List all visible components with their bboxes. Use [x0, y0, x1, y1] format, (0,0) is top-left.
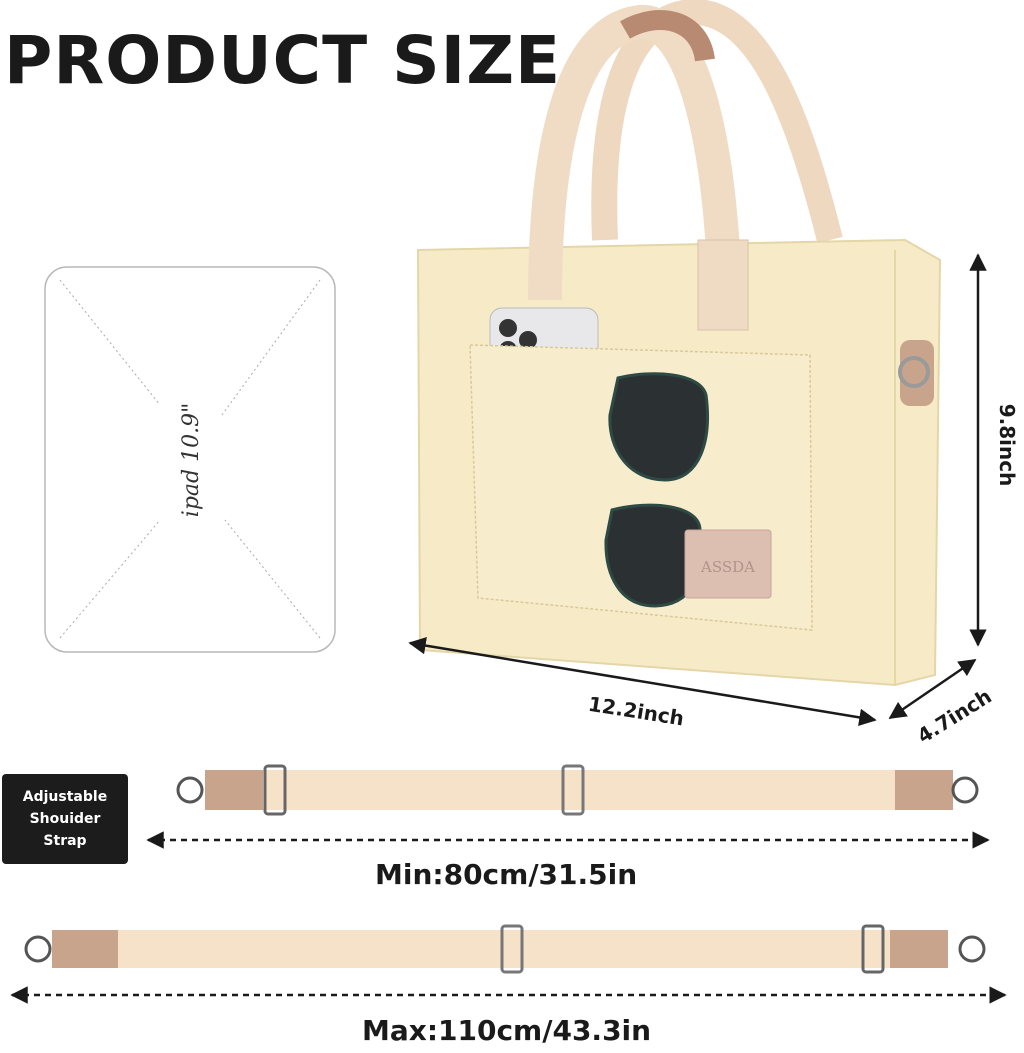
brand-patch: ASSDA — [700, 558, 755, 576]
width-dimension: 12.2inch — [587, 692, 686, 731]
tote-bag: ASSDA — [416, 0, 942, 687]
badge-line: Strap — [43, 833, 87, 849]
strap-max-label: Max:110cm/43.3in — [362, 1014, 652, 1047]
strap-max — [10, 924, 1007, 1004]
badge-line: Shouider — [29, 811, 101, 827]
strap-min-label: Min:80cm/31.5in — [375, 858, 638, 891]
height-dimension: 9.8inch — [995, 404, 1019, 487]
strap-badge: Adjustable Shouider Strap — [2, 774, 128, 864]
ipad-label: ipad 10.9" — [179, 403, 204, 517]
page-title: PRODUCT SIZE — [4, 22, 562, 99]
ipad-outline: ipad 10.9" — [44, 266, 336, 653]
strap-min — [146, 764, 990, 849]
badge-line: Adjustable — [22, 789, 108, 805]
